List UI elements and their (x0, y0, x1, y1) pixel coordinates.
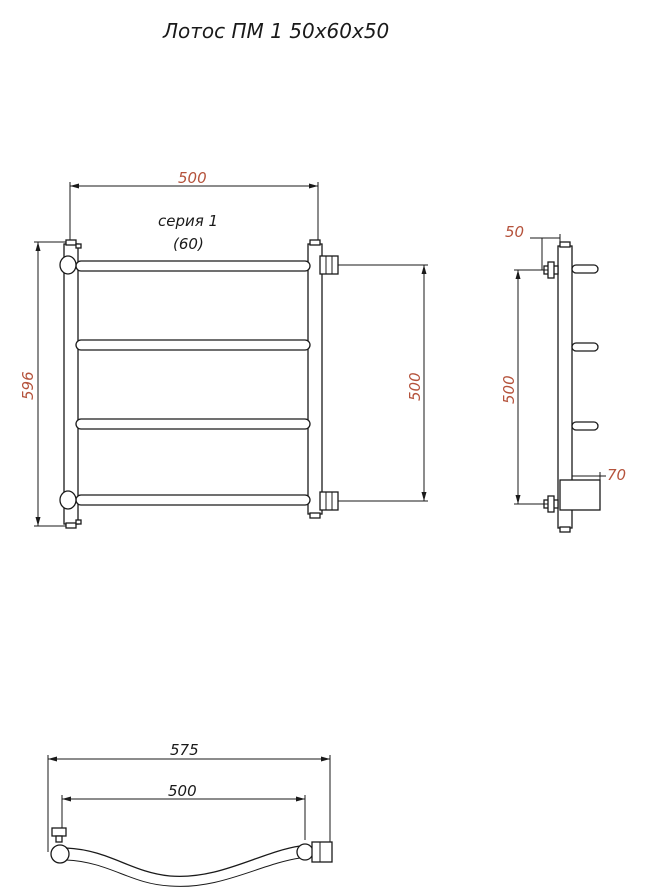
left-wall-mounts (59, 255, 77, 510)
series-label: серия 1 (158, 212, 218, 230)
drawing-title: Лотос ПМ 1 50х60х50 (162, 19, 389, 43)
dim-side-depth: 70 (572, 466, 626, 484)
side-rung-stubs (571, 264, 599, 507)
dim-side-height-text: 500 (500, 375, 518, 404)
side-mounts (543, 261, 559, 513)
dim-front-width: 500 (69, 169, 319, 243)
right-post (307, 239, 323, 519)
dim-front-height-text: 596 (19, 371, 37, 400)
top-left-mount (50, 827, 70, 864)
front-view: 500 серия 1 (60) 596 (19, 169, 428, 529)
top-view: 575 500 (47, 741, 333, 887)
dim-side-depth-text: 70 (607, 466, 626, 484)
dim-top-inner: 500 (61, 782, 306, 840)
dim-top-total-text: 575 (170, 741, 199, 759)
left-post (63, 239, 82, 529)
side-bottom-tube (559, 479, 601, 511)
dim-top-inner-text: 500 (168, 782, 197, 800)
side-body (557, 241, 573, 533)
dim-front-connection-text: 500 (406, 372, 424, 401)
top-right-fitting (296, 841, 333, 863)
dim-front-width-text: 500 (178, 169, 207, 187)
dim-side-offset: 50 (505, 223, 561, 270)
right-fittings (319, 255, 339, 511)
top-curved-rung (65, 845, 301, 878)
rungs (75, 260, 311, 506)
dim-front-connection: 500 (338, 264, 428, 502)
dim-side-height: 500 (500, 269, 548, 505)
series-sub-label: (60) (173, 235, 204, 253)
dim-top-total: 575 (47, 741, 331, 852)
side-view: 50 70 (500, 223, 626, 533)
top-curved-rung-inner (65, 857, 301, 887)
dim-front-height: 596 (19, 241, 66, 527)
dim-side-offset-text: 50 (505, 223, 524, 241)
